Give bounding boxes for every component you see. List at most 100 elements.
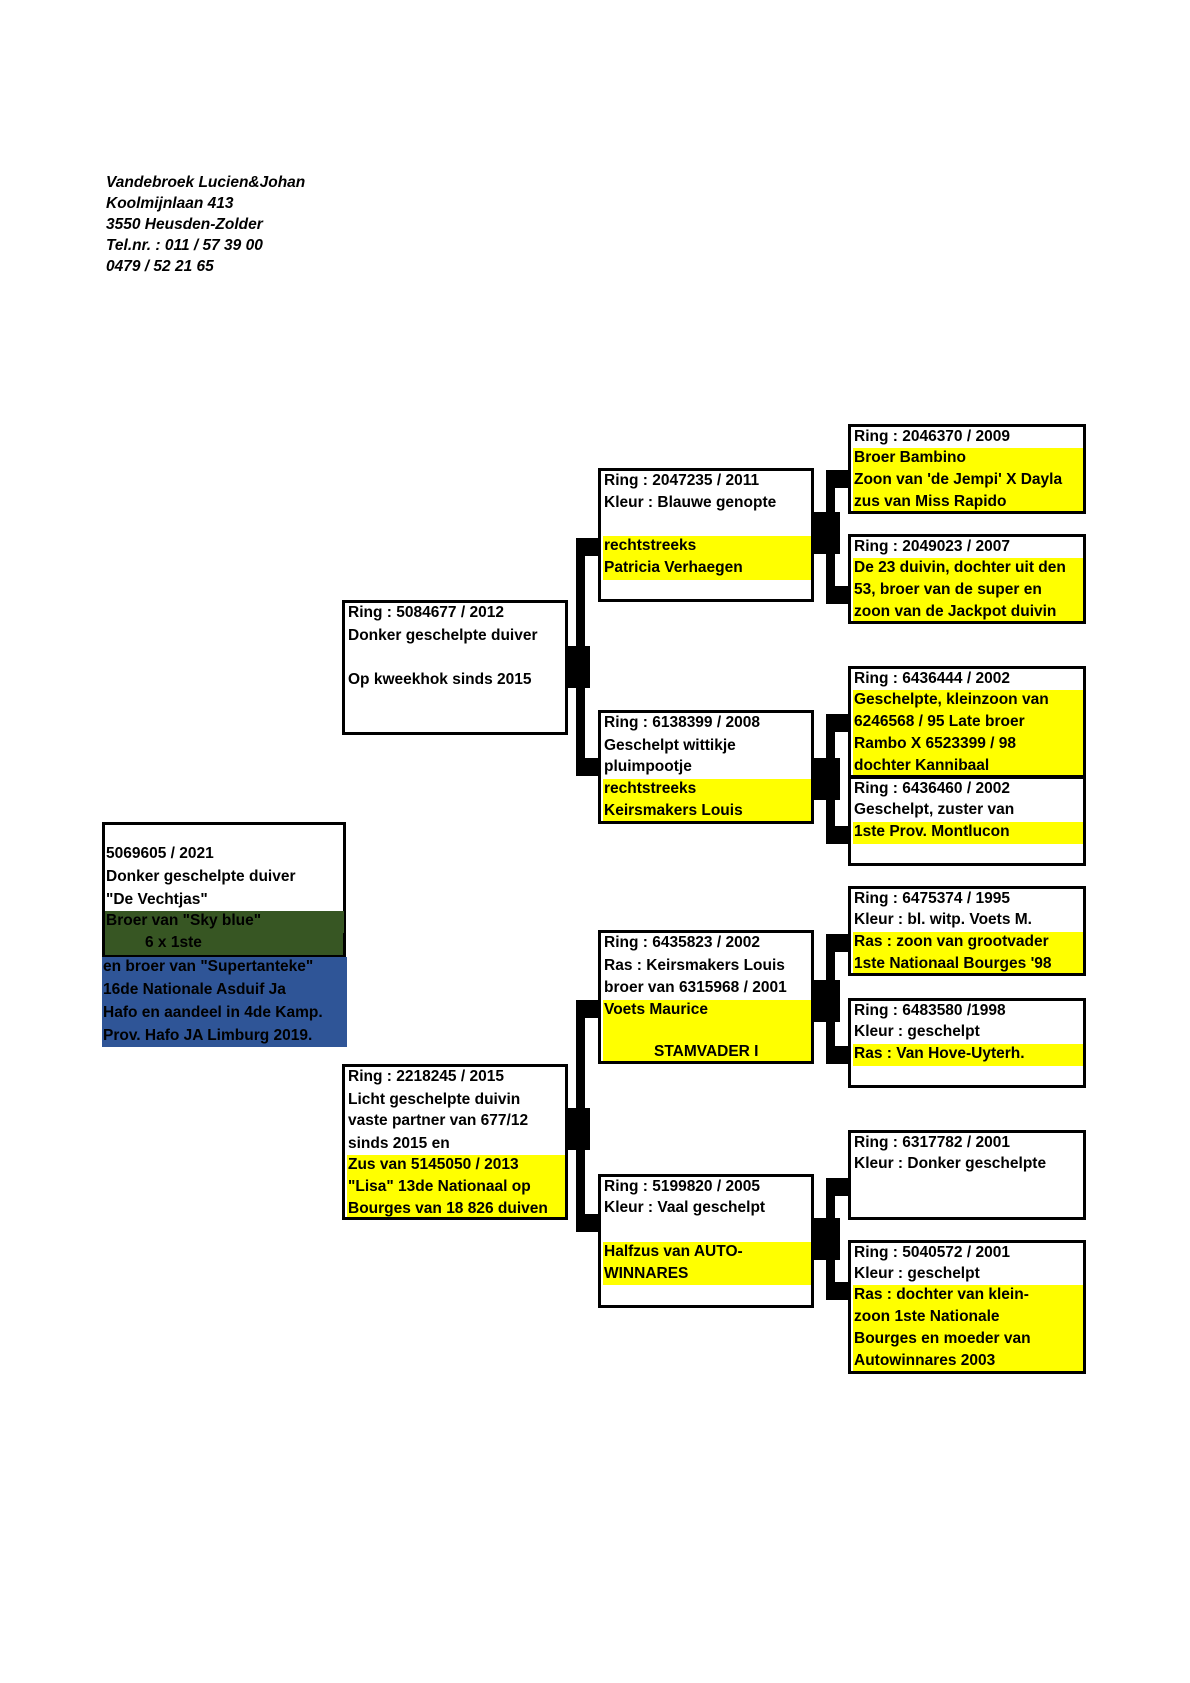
- fmf-line-2: Geschelpte, kleinzoon van: [853, 690, 1083, 712]
- connector: [564, 1108, 590, 1150]
- owner-phone: Tel.nr. : 011 / 57 39 00: [106, 237, 263, 254]
- connector: [576, 538, 600, 556]
- connector: [564, 646, 590, 688]
- connector: [826, 826, 850, 844]
- mother-ring: Ring : 2218245 / 2015: [348, 1068, 504, 1085]
- mf-box: Ring : 6435823 / 2002 Ras : Keirsmakers …: [598, 930, 814, 1064]
- ff-line-3: rechtstreeks: [603, 536, 811, 558]
- fm-color: Geschelpt wittikje: [604, 737, 736, 754]
- mother-line-6: "Lisa" 13de Nationaal op: [347, 1177, 565, 1199]
- fmm-box: Ring : 6436460 / 2002 Geschelpt, zuster …: [848, 776, 1086, 866]
- fmf-box: Ring : 6436444 / 2002 Geschelpte, kleinz…: [848, 666, 1086, 778]
- connector: [814, 1218, 840, 1260]
- connector: [826, 1046, 850, 1064]
- owner-header: Vandebroek Lucien&Johan Koolmijnlaan 413…: [106, 172, 305, 277]
- connector: [826, 1282, 850, 1300]
- ff-ring: Ring : 2047235 / 2011: [604, 472, 760, 489]
- father-box: Ring : 5084677 / 2012 Donker geschelpte …: [342, 600, 568, 735]
- fm-box: Ring : 6138399 / 2008 Geschelpt wittikje…: [598, 710, 814, 824]
- mm-line-3: Halfzus van AUTO-: [603, 1242, 811, 1264]
- mf-ring: Ring : 6435823 / 2002: [604, 934, 760, 951]
- connector: [576, 1214, 600, 1232]
- owner-name: Vandebroek Lucien&Johan: [106, 174, 306, 191]
- father-ring: Ring : 5084677 / 2012: [348, 604, 504, 621]
- fmm-line-2: Geschelpt, zuster van: [854, 801, 1015, 818]
- mmm-line-3: Ras : dochter van klein-: [853, 1285, 1083, 1307]
- fm-ring: Ring : 6138399 / 2008: [604, 714, 760, 731]
- fmm-ring: Ring : 6436460 / 2002: [854, 780, 1010, 797]
- connector: [814, 758, 840, 800]
- mother-line-5: Zus van 5145050 / 2013: [347, 1155, 565, 1177]
- fff-box: Ring : 2046370 / 2009 Broer Bambino Zoon…: [848, 424, 1086, 514]
- mmf-box: Ring : 6317782 / 2001 Kleur : Donker ges…: [848, 1130, 1086, 1220]
- mfm-color: Kleur : geschelpt: [854, 1023, 980, 1040]
- connector: [826, 714, 850, 732]
- subject-line-6: en broer van "Supertanteke": [102, 957, 347, 980]
- fff-line-3: Zoon van 'de Jempi' X Dayla: [853, 470, 1083, 492]
- connector: [814, 512, 840, 554]
- mmm-color: Kleur : geschelpt: [854, 1265, 980, 1282]
- mmm-ring: Ring : 5040572 / 2001: [854, 1244, 1010, 1261]
- mf-line-5: STAMVADER I: [603, 1042, 811, 1061]
- mmf-color: Kleur : Donker geschelpte: [854, 1155, 1047, 1172]
- mff-ring: Ring : 6475374 / 1995: [854, 890, 1010, 907]
- mff-line-3: Ras : zoon van grootvader: [853, 932, 1083, 954]
- ffm-box: Ring : 2049023 / 2007 De 23 duivin, doch…: [848, 534, 1086, 624]
- ffm-ring: Ring : 2049023 / 2007: [854, 538, 1010, 555]
- mff-box: Ring : 6475374 / 1995 Kleur : bl. witp. …: [848, 886, 1086, 976]
- subject-line-4: Broer van "Sky blue": [105, 911, 344, 933]
- fm-line-4: rechtstreeks: [603, 779, 811, 801]
- mfm-box: Ring : 6483580 /1998 Kleur : geschelpt R…: [848, 998, 1086, 1088]
- mmm-line-6: Autowinnares 2003: [853, 1351, 1083, 1371]
- subject-line-1: 5069605 / 2021: [106, 845, 214, 862]
- owner-street: Koolmijnlaan 413: [106, 195, 234, 212]
- ff-line-4: Patricia Verhaegen: [603, 558, 811, 580]
- mmf-ring: Ring : 6317782 / 2001: [854, 1134, 1010, 1151]
- mmm-box: Ring : 5040572 / 2001 Kleur : geschelpt …: [848, 1240, 1086, 1374]
- fff-line-4: zus van Miss Rapido: [853, 492, 1083, 511]
- subject-line-5: 6 x 1ste: [105, 933, 343, 955]
- fm-line-3: pluimpootje: [604, 758, 692, 775]
- connector: [826, 470, 850, 488]
- mm-box: Ring : 5199820 / 2005 Kleur : Vaal gesch…: [598, 1174, 814, 1308]
- connector: [826, 586, 850, 604]
- subject-line-9: Prov. Hafo JA Limburg 2019.: [102, 1026, 347, 1047]
- mff-color: Kleur : bl. witp. Voets M.: [854, 911, 1032, 928]
- ffm-line-2: De 23 duivin, dochter uit den: [853, 558, 1083, 580]
- connector: [826, 934, 850, 952]
- fm-line-5: Keirsmakers Louis: [603, 801, 811, 821]
- mf-line-4: Voets Maurice: [603, 1000, 811, 1042]
- fmf-line-4: Rambo X 6523399 / 98: [853, 734, 1083, 756]
- mmm-line-4: zoon 1ste Nationale: [853, 1307, 1083, 1329]
- connector: [576, 1000, 600, 1018]
- mff-line-4: 1ste Nationaal Bourges '98: [853, 954, 1083, 973]
- fff-line-2: Broer Bambino: [853, 448, 1083, 470]
- mother-line-4: sinds 2015 en: [348, 1135, 450, 1152]
- fmf-ring: Ring : 6436444 / 2002: [854, 670, 1010, 687]
- mfm-line-3: Ras : Van Hove-Uyterh.: [853, 1044, 1083, 1066]
- owner-mobile: 0479 / 52 21 65: [106, 258, 214, 275]
- father-note: Op kweekhok sinds 2015: [348, 671, 532, 688]
- connector: [576, 758, 600, 776]
- mf-ras: Ras : Keirsmakers Louis: [604, 957, 785, 974]
- fmf-line-3: 6246568 / 95 Late broer: [853, 712, 1083, 734]
- subject-line-7: 16de Nationale Asduif Ja: [102, 980, 347, 1003]
- ffm-line-3: 53, broer van de super en: [853, 580, 1083, 602]
- mother-line-3: vaste partner van 677/12: [348, 1112, 529, 1129]
- mother-color: Licht geschelpte duivin: [348, 1091, 521, 1108]
- owner-city: 3550 Heusden-Zolder: [106, 216, 263, 233]
- mf-line-3: broer van 6315968 / 2001: [604, 979, 787, 996]
- mm-line-4: WINNARES: [603, 1264, 811, 1285]
- fmm-line-3: 1ste Prov. Montlucon: [853, 822, 1083, 844]
- fff-ring: Ring : 2046370 / 2009: [854, 428, 1010, 445]
- ffm-line-4: zoon van de Jackpot duivin: [853, 602, 1083, 621]
- mfm-ring: Ring : 6483580 /1998: [854, 1002, 1006, 1019]
- father-color: Donker geschelpte duiver: [348, 627, 538, 644]
- mm-color: Kleur : Vaal geschelpt: [604, 1199, 766, 1216]
- mother-line-7: Bourges van 18 826 duiven: [347, 1199, 565, 1217]
- subject-line-3: "De Vechtjas": [106, 891, 208, 908]
- mmm-line-5: Bourges en moeder van: [853, 1329, 1083, 1351]
- mm-ring: Ring : 5199820 / 2005: [604, 1178, 760, 1195]
- ff-box: Ring : 2047235 / 2011 Kleur : Blauwe gen…: [598, 468, 814, 602]
- connector: [826, 1178, 850, 1196]
